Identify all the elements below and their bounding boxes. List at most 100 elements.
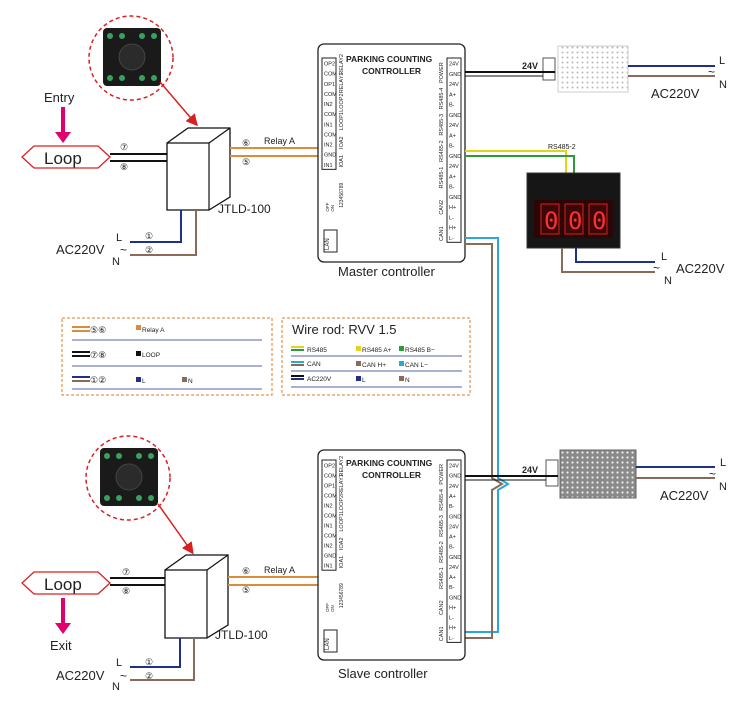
svg-text:⑦⑧: ⑦⑧: [90, 350, 106, 360]
terminal-right: L-: [449, 616, 454, 622]
terminal-left: COM: [324, 72, 337, 78]
top-section: Entry Loop ⑦ ⑧ JTLD-100 ⑥ ⑤ Relay A ① ②: [21, 15, 727, 639]
terminal-right: H+: [449, 205, 456, 211]
svg-text:RS485 B−: RS485 B−: [405, 347, 435, 354]
terminal-right: 24V: [449, 62, 459, 68]
terminal-right: B-: [449, 103, 455, 109]
terminal-group-left: LOOP2: [339, 93, 345, 111]
terminal-right: A+: [449, 494, 456, 500]
svg-text:①: ①: [145, 231, 153, 241]
power-supply-top: [542, 45, 629, 93]
terminal-right: L-: [449, 236, 454, 242]
dip-switch-label: 123456789: [339, 183, 345, 208]
svg-text:CAN H+: CAN H+: [362, 362, 386, 369]
terminal-right: GND: [449, 555, 461, 561]
terminal-right: 24V: [449, 565, 459, 571]
terminal-right: A+: [449, 133, 456, 139]
svg-text:AC220V: AC220V: [307, 376, 332, 383]
terminal-group-left: IOA2: [339, 136, 345, 149]
svg-text:L: L: [661, 251, 667, 263]
svg-text:LAN: LAN: [325, 638, 331, 650]
terminal-group-left: RELAY2: [339, 54, 345, 75]
terminal-right: B-: [449, 144, 455, 150]
terminal-left: GND: [324, 554, 336, 560]
svg-text:CAN: CAN: [307, 361, 321, 368]
svg-text:①: ①: [145, 657, 153, 667]
svg-text:24V: 24V: [522, 465, 538, 475]
svg-text:RS485: RS485: [307, 347, 327, 354]
terminal-group-right: RS485-1: [439, 567, 445, 589]
terminal-right: GND: [449, 514, 461, 520]
svg-text:~: ~: [709, 467, 716, 481]
terminal-group-left: LOOP1: [339, 513, 345, 531]
svg-text:CONTROLLER: CONTROLLER: [362, 66, 421, 76]
terminal-group-left: IOA1: [339, 155, 345, 168]
terminal-group-right: CAN1: [439, 226, 445, 241]
terminal-right: GND: [449, 195, 461, 201]
relay-socket-zoom-bottom: [85, 435, 194, 555]
psu-ac-label-bottom: AC220V: [660, 488, 709, 503]
terminal-left: GND: [324, 153, 336, 159]
detector-label-top: JTLD-100: [218, 202, 271, 216]
terminal-right: B-: [449, 585, 455, 591]
dip-off-label: OFF: [325, 202, 330, 211]
terminal-left: IN2: [324, 102, 333, 108]
terminal-left: COM: [324, 112, 337, 118]
terminal-right: GND: [449, 72, 461, 78]
svg-text:N: N: [188, 378, 193, 385]
terminal-right: L-: [449, 636, 454, 642]
terminal-group-right: RS485-1: [439, 167, 445, 189]
terminal-group-right: CAN2: [439, 600, 445, 615]
svg-text:~: ~: [120, 243, 127, 257]
terminal-left: OP2: [324, 62, 335, 68]
svg-text:~: ~: [708, 65, 715, 79]
terminal-group-right: POWER: [439, 62, 445, 83]
svg-text:N: N: [664, 275, 672, 287]
terminal-left: OP2: [324, 464, 335, 470]
terminal-right: A+: [449, 535, 456, 541]
power-supply-bottom: [545, 449, 637, 499]
dip-switch-label: 123456789: [339, 583, 345, 608]
svg-text:⑧: ⑧: [120, 162, 128, 172]
dip-on-label: ON: [330, 605, 335, 612]
svg-text:②: ②: [145, 245, 153, 255]
svg-text:RS485 A+: RS485 A+: [362, 347, 392, 354]
terminal-left: IN1: [324, 524, 333, 530]
svg-text:RS485-2: RS485-2: [548, 144, 576, 151]
terminal-left: COM: [324, 474, 337, 480]
svg-text:L: L: [116, 232, 122, 244]
svg-text:⑤⑥: ⑤⑥: [90, 325, 106, 335]
slave-controller: PARKING COUNTING CONTROLLER OP2COMOP1COM…: [317, 449, 466, 661]
terminal-left: IN1: [324, 122, 333, 128]
terminal-group-right: RS485-4: [439, 489, 445, 511]
exit-arrowhead-icon: [55, 623, 71, 634]
terminal-left: COM: [324, 494, 337, 500]
loop-label-bottom: Loop: [44, 575, 82, 594]
slave-controller-caption: Slave controller: [338, 666, 428, 681]
terminal-right: H+: [449, 605, 456, 611]
exit-label: Exit: [50, 638, 72, 653]
terminal-right: A+: [449, 575, 456, 581]
svg-text:N: N: [719, 79, 727, 91]
terminal-right: H+: [449, 226, 456, 232]
terminal-group-right: RS485-2: [439, 140, 445, 162]
display-ac-label: AC220V: [676, 261, 725, 276]
terminal-left: OP1: [324, 484, 335, 490]
terminal-right: A+: [449, 174, 456, 180]
relay-a-label-bottom: Relay A: [264, 565, 295, 575]
terminal-group-left: LOOP1: [339, 112, 345, 130]
dip-off-label: OFF: [325, 603, 330, 612]
master-controller-caption: Master controller: [338, 264, 435, 279]
svg-text:②: ②: [145, 671, 153, 681]
svg-text:L: L: [362, 377, 366, 384]
svg-text:PARKING COUNTING: PARKING COUNTING: [346, 54, 433, 64]
terminal-group-right: POWER: [439, 464, 445, 485]
bottom-section: Loop Exit ⑦ ⑧ JTLD-100 ⑥ ⑤ Relay A ① ② A…: [21, 435, 727, 693]
svg-text:24V: 24V: [522, 61, 538, 71]
entry-arrowhead-icon: [55, 132, 71, 143]
terminal-group-right: RS485-4: [439, 88, 445, 110]
detector-label-bottom: JTLD-100: [215, 628, 268, 642]
terminal-right: GND: [449, 595, 461, 601]
terminal-group-right: CAN2: [439, 200, 445, 215]
relay-socket-zoom-top: [88, 15, 198, 127]
